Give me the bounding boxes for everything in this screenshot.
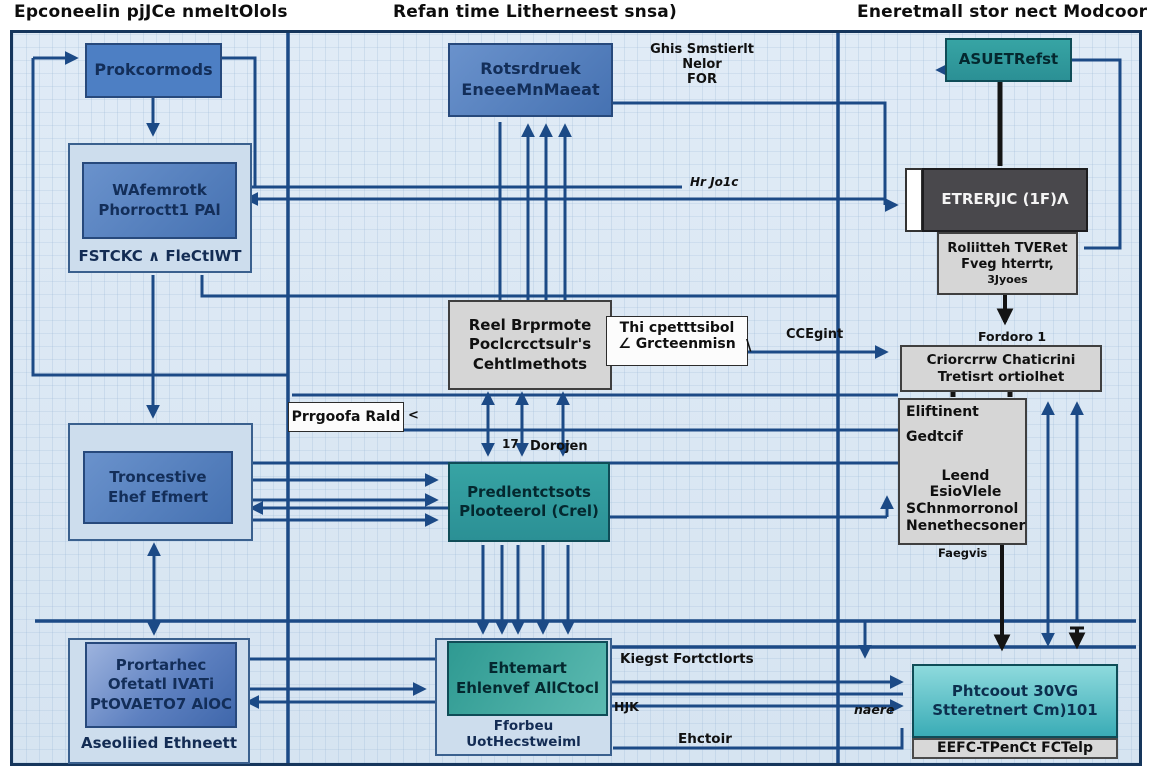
dark-box-tab xyxy=(905,168,923,232)
callout-line1: Thi cpetttsibol xyxy=(619,320,735,336)
middle-gray-line3: Cehtlmethots xyxy=(472,354,588,373)
program-rate-tick: < xyxy=(408,408,419,423)
bottom-middle-line1: Ehtemart xyxy=(488,659,567,677)
bottom-middle-caption1: Fforbeu xyxy=(493,718,554,734)
traffic-line1: Criorcrrw Chaticrini xyxy=(926,352,1076,369)
naere-label: naere xyxy=(854,702,895,717)
network-stack-caption: FSTCKC ∧ FleCtIWT xyxy=(78,247,242,265)
tall-line3: Leend EsioVlele xyxy=(929,467,1002,501)
transitive-inner-box: Troncestive Ehef Efmert xyxy=(83,451,233,524)
bottom-left-line2: Ofetatl IVATi xyxy=(107,675,215,694)
num-17-label: 17 xyxy=(502,437,519,451)
top-note-line3: FOR xyxy=(687,72,717,87)
callout-tail-glyph: \ xyxy=(746,336,752,354)
hjk-label: HJK xyxy=(614,699,639,714)
middle-top-box: Rotsrdruek EneeeMnMaeat xyxy=(448,43,613,117)
under-dark-line2: Fveg hterrtr, xyxy=(961,256,1054,272)
bottom-right-strip: EEFC-TPenCt FCTelp xyxy=(912,738,1118,759)
capability-callout: Thi cpetttsibol ∠ Grcteenmisn xyxy=(606,316,748,366)
middle-teal-line1: Predlentctsots xyxy=(467,482,591,501)
callout-line2: ∠ Grcteenmisn xyxy=(618,336,736,352)
middle-teal-line2: Plooteerol (Crel) xyxy=(459,502,599,520)
protocols-label: Prokcormods xyxy=(94,60,213,80)
middle-teal-box: Predlentctsots Plooteerol (Crel) xyxy=(448,462,610,542)
protocols-box: Prokcormods xyxy=(85,43,222,98)
under-dark-line3: 3Jyoes xyxy=(987,272,1028,286)
transitive-line2: Ehef Efmert xyxy=(108,487,208,506)
fordoro-label: Fordoro 1 xyxy=(978,329,1047,344)
bottom-right-teal-box: Phtcoout 30VG Stteretnert Cm)101 xyxy=(912,664,1118,738)
network-stack-inner-box: WAfemrotk Phorroctt1 PAl xyxy=(82,162,237,239)
requests-label: Kiegst Fortctlorts xyxy=(620,651,754,667)
traffic-gray-box: Criorcrrw Chaticrini Tretisrt ortiolhet xyxy=(900,345,1102,392)
bottom-middle-inner-box: Ehtemart Ehlenvef AllCtocl xyxy=(447,641,608,716)
heading-right: Eneretmall stor nect Modcoor xyxy=(857,2,1148,22)
right-top-teal-box: ASUETRefst xyxy=(945,38,1072,82)
faegvis-label: Faegvis xyxy=(938,546,988,560)
transitive-line1: Troncestive xyxy=(109,468,207,486)
middle-top-line2: EneeeMnMaeat xyxy=(461,80,600,99)
bottom-left-line3: PtOVAETO7 AlOC xyxy=(89,694,233,713)
bottom-left-caption: Aseoliied Ethneett xyxy=(80,734,238,752)
stack-line1: WAfemrotk xyxy=(112,181,207,199)
dark-box: ETRERJIC (1F)Λ xyxy=(922,168,1088,232)
heading-left: Epconeelin pjJCe nmeItOlols xyxy=(14,2,288,22)
traffic-line2: Tretisrt ortiolhet xyxy=(937,368,1065,385)
top-note-line2: Nelor xyxy=(682,57,722,72)
under-dark-gray-box: Roliitteh TVERet Fveg hterrtr, 3Jyoes xyxy=(937,232,1078,295)
domain-label: Dorojen xyxy=(530,439,588,454)
tall-line2: Gedtcif xyxy=(906,428,963,445)
stack-line2: Phorroctt1 PAl xyxy=(98,200,221,219)
under-dark-line1: Roliitteh TVERet xyxy=(947,241,1068,257)
heading-middle: Refan time Litherneest snsa) xyxy=(393,2,677,22)
bottom-middle-line2: Ehlenvef AllCtocl xyxy=(455,678,600,697)
bottom-right-line2: Stteretnert Cm)101 xyxy=(932,701,1098,719)
error-label: Ehctoir xyxy=(678,731,732,747)
top-note-line1: Ghis Smstierlt xyxy=(650,42,754,57)
tall-line4: SChnmorronol xyxy=(906,501,1019,518)
program-rate-label: Prrgoofa Rald xyxy=(288,402,404,432)
bottom-middle-caption: Fforbeu UotHecstweiml xyxy=(437,718,610,750)
tall-line5: Nenethecsoner xyxy=(906,517,1026,534)
bottom-right-line1: Phtcoout 30VG xyxy=(951,681,1079,700)
middle-gray-line2: Poclcrcctsulr's xyxy=(468,335,592,354)
hr-line-label: Hr Jo1c xyxy=(690,175,739,189)
bottom-left-line1: Prortarhec xyxy=(115,655,207,674)
top-note: Ghis Smstierlt Nelor FOR xyxy=(640,42,764,87)
middle-top-line1: Rotsrdruek xyxy=(480,59,581,79)
middle-gray-line1: Reel Brprmote xyxy=(468,315,592,334)
tall-line1: Eliftinent xyxy=(906,404,979,420)
ccfg-label: CCEgint xyxy=(786,327,844,342)
bottom-left-inner-box: Prortarhec Ofetatl IVATi PtOVAETO7 AlOC xyxy=(85,642,237,728)
middle-gray-box: Reel Brprmote Poclcrcctsulr's Cehtlmetho… xyxy=(448,300,612,390)
bottom-middle-caption2: UotHecstweiml xyxy=(466,733,581,750)
right-tall-gray-box: Eliftinent Gedtcif Leend EsioVlele SChnm… xyxy=(898,398,1027,545)
